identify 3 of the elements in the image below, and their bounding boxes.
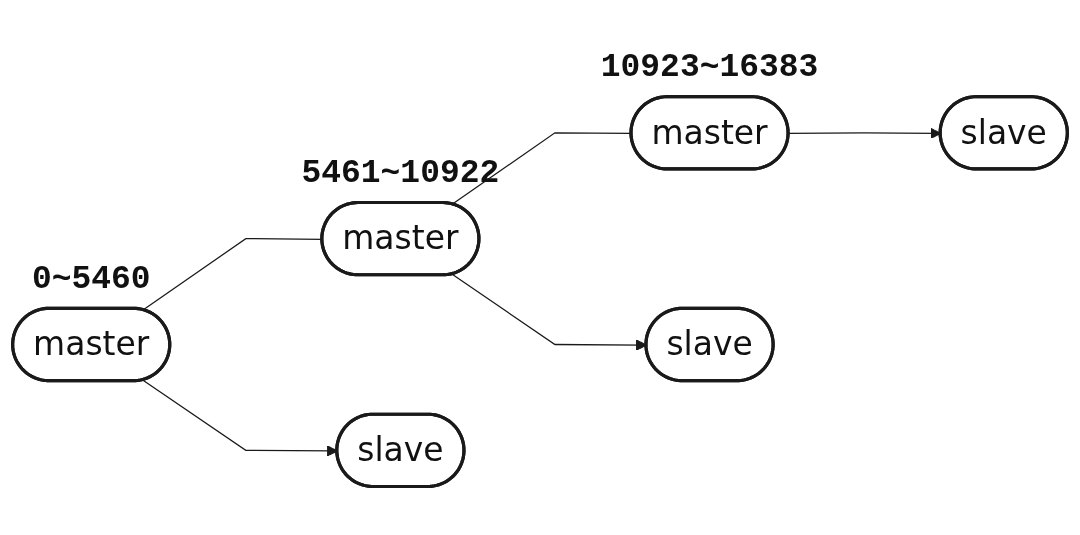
range-label: 5461~10922 (301, 155, 500, 193)
range-label: 0~5460 (31, 261, 151, 299)
range-label: 10923~16383 (600, 49, 819, 87)
